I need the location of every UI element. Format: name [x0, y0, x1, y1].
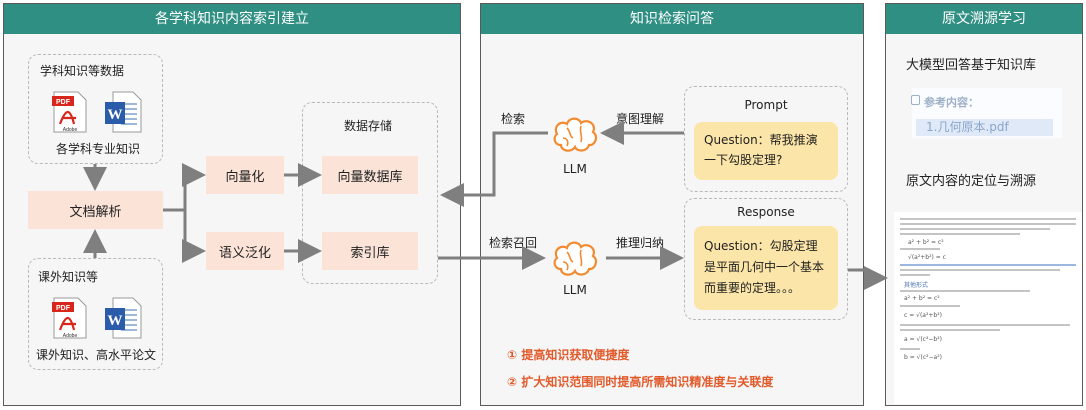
middle-panel-title: 知识检索问答 — [481, 4, 863, 34]
svg-text:PDF: PDF — [56, 99, 71, 106]
paper-formula: a = √(c²−b²) — [904, 336, 942, 343]
reference-file-link[interactable]: 1.几何原本.pdf — [916, 119, 1053, 136]
paper-formula: b = √(c²−a²) — [904, 354, 942, 361]
response-title: Response — [737, 205, 795, 219]
retrieve-label: 检索 — [501, 112, 526, 126]
paper-formula: c = √(a²+b²) — [904, 312, 942, 319]
source-document-preview: a² + b² = c² √(a²+b²) = c 其他形式 a² + b² =… — [894, 212, 1082, 404]
prompt-title: Prompt — [744, 98, 788, 112]
semantic-generalize-box: 语义泛化 — [206, 232, 284, 270]
vector-db-box: 向量数据库 — [322, 156, 418, 194]
paper-formula: a² + b² = c² — [908, 239, 944, 246]
subject-group-title: 学科知识等数据 — [40, 64, 125, 78]
paper-formula: √(a²+b²) = c — [908, 254, 946, 261]
subject-caption: 各学科专业知识 — [56, 142, 141, 156]
svg-text:Adobe: Adobe — [63, 127, 78, 133]
extra-caption: 课外知识、高水平论文 — [36, 348, 157, 362]
doc-parse-box: 文档解析 — [28, 191, 163, 229]
paper-formula: a² + b² = c² — [904, 295, 940, 302]
benefit-2: ② 扩大知识范围同时提高所需知识精准度与关联度 — [507, 375, 774, 389]
response-note: Question：勾股定理是平面几何中一个基本而重要的定理。。。 — [694, 226, 838, 310]
right-panel-title: 原文溯源学习 — [886, 4, 1082, 34]
llm-bottom-label: LLM — [563, 283, 587, 297]
llm-top-label: LLM — [563, 162, 587, 176]
brain-icon — [553, 241, 598, 276]
svg-text:Adobe: Adobe — [63, 333, 78, 339]
reference-label: 参考内容： — [924, 96, 979, 109]
storage-title: 数据存储 — [344, 119, 393, 133]
reference-icon — [911, 95, 920, 105]
brain-icon — [553, 117, 598, 152]
prompt-note: Question：帮我推演一下勾股定理? — [694, 122, 838, 180]
left-panel-title: 各学科知识内容索引建立 — [4, 4, 460, 34]
vectorize-box: 向量化 — [206, 156, 284, 194]
index-db-box: 索引库 — [322, 232, 418, 270]
extra-group-title: 课外知识等 — [38, 270, 99, 284]
pdf-icon: PDF Adobe — [52, 90, 88, 134]
svg-text:W: W — [108, 313, 123, 329]
intent-label: 意图理解 — [616, 112, 665, 126]
word-icon: W — [103, 296, 142, 340]
paper-tag: 其他形式 — [904, 282, 929, 289]
svg-text:PDF: PDF — [56, 305, 71, 312]
locate-title: 原文内容的定位与溯源 — [906, 174, 1037, 189]
benefit-1: ① 提高知识获取便捷度 — [507, 348, 630, 362]
word-icon: W — [103, 90, 142, 134]
pdf-icon: PDF Adobe — [52, 296, 88, 340]
svg-text:W: W — [108, 107, 123, 123]
reasoning-label: 推理归纳 — [616, 236, 665, 250]
answer-title: 大模型回答基于知识库 — [906, 58, 1037, 73]
